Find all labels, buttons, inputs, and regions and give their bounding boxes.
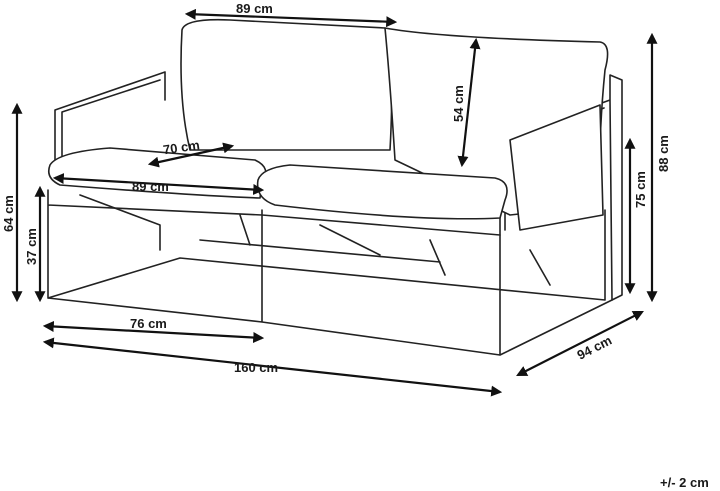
- label-seat-height: 37 cm: [24, 228, 39, 265]
- label-total-width: 160 cm: [234, 360, 278, 375]
- diagonal-supports: [79, 194, 551, 286]
- label-seat-width: 89 cm: [132, 179, 169, 194]
- tolerance-note: +/- 2 cm: [660, 475, 709, 490]
- label-back-height: 75 cm: [633, 171, 648, 208]
- dimension-lines: [11, 8, 658, 397]
- label-seat-depth: 70 cm: [162, 137, 201, 157]
- right-side-panel: [509, 104, 604, 231]
- label-backrest-width: 89 cm: [236, 1, 273, 16]
- dimension-labels: 89 cm 54 cm 70 cm 89 cm 64 cm 37 cm 76 c…: [1, 1, 709, 490]
- label-total-height: 88 cm: [656, 135, 671, 172]
- label-armrest-height: 64 cm: [1, 195, 16, 232]
- label-inner-depth: 76 cm: [130, 316, 167, 331]
- label-backrest-height: 54 cm: [451, 85, 466, 122]
- seat-cushion-right: [256, 164, 508, 220]
- back-cushion-left: [180, 18, 393, 151]
